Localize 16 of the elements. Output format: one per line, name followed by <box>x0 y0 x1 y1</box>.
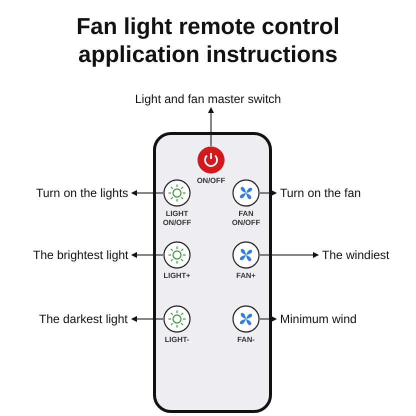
callout-text: Light and fan master switch <box>135 92 282 106</box>
title: Fan light remote control application instructions <box>75 12 341 68</box>
callout-text: The brightest light <box>33 248 128 262</box>
arrow <box>131 190 164 196</box>
callout-text: Turn on the lights <box>36 186 128 200</box>
arrow <box>131 252 164 258</box>
callout-text: The darkest light <box>39 312 128 326</box>
arrow <box>260 252 319 258</box>
callout-text: The windiest <box>322 248 390 262</box>
callout-text: Minimum wind <box>280 312 357 326</box>
arrow <box>208 107 214 146</box>
callout-text: Turn on the fan <box>280 186 361 200</box>
arrow <box>260 316 277 322</box>
remote-body <box>153 132 272 413</box>
arrow <box>260 190 277 196</box>
arrow <box>131 316 164 322</box>
